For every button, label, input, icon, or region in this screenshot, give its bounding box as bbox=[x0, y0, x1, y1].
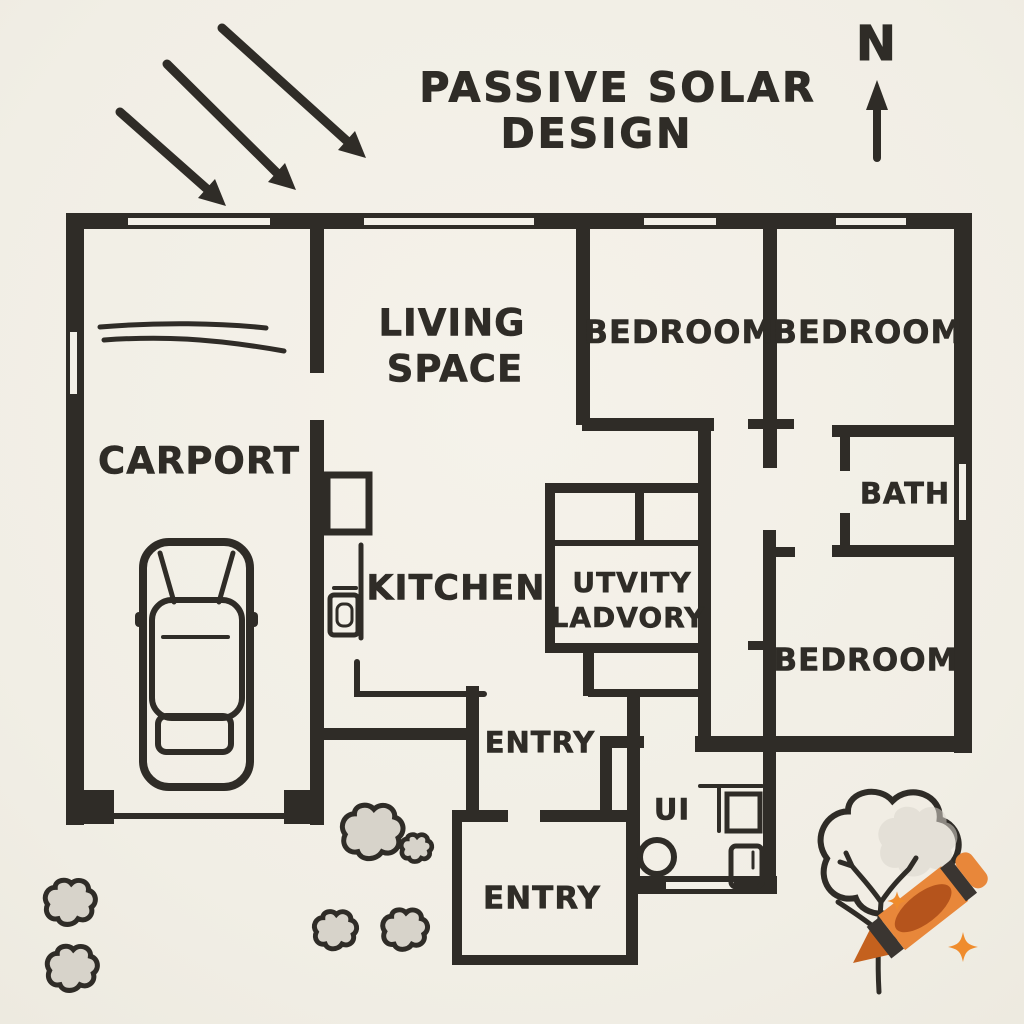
wall-step-a bbox=[583, 650, 594, 696]
crayon-logo-icon bbox=[853, 852, 988, 963]
garage-door-lines bbox=[97, 321, 287, 354]
wall-carport-living-lower bbox=[310, 420, 324, 825]
kitchen-sink bbox=[327, 592, 361, 638]
window-top-2 bbox=[364, 218, 534, 225]
room-label-wc: UI bbox=[653, 792, 691, 827]
window-top-1 bbox=[128, 218, 270, 225]
wall-hall-right-lower bbox=[763, 530, 776, 890]
wall-step-b bbox=[588, 689, 704, 697]
room-label-bedroom-top-left: BEDROOM bbox=[583, 313, 775, 351]
wall-utility-bottom bbox=[545, 643, 711, 653]
window-right-bath bbox=[959, 464, 966, 520]
wc-toilet bbox=[728, 843, 765, 890]
room-label-entry-hall: ENTRY bbox=[484, 725, 596, 760]
wc-fixtures bbox=[637, 784, 765, 890]
wall-bath-bottom bbox=[832, 545, 954, 557]
carport-opening-line bbox=[106, 813, 290, 819]
room-label-carport: CARPORT bbox=[98, 439, 300, 483]
sparkle-icon bbox=[948, 932, 978, 962]
wall-bedroom1-bottom bbox=[582, 418, 714, 431]
room-label-bedroom-bottom: BEDROOM bbox=[773, 642, 959, 679]
page-title-line2: DESIGN bbox=[500, 109, 694, 158]
bushes-icon bbox=[45, 805, 432, 990]
wall-porch-right bbox=[626, 810, 638, 965]
interior-walls bbox=[310, 213, 972, 965]
car-icon bbox=[135, 538, 258, 791]
wall-bedroom-divider bbox=[763, 213, 777, 468]
door-slot-wc bbox=[666, 882, 734, 889]
north-arrow-icon bbox=[866, 80, 888, 162]
kitchen-cabinet bbox=[323, 471, 373, 536]
sun-arrows-icon bbox=[115, 23, 366, 206]
room-label-kitchen: KITCHEN bbox=[366, 568, 546, 609]
wall-porch-bottom bbox=[452, 955, 636, 965]
room-label-bedroom-top-right: BEDROOM bbox=[772, 313, 964, 351]
wall-corridor-right bbox=[600, 736, 612, 822]
wall-utility-shelf bbox=[552, 540, 702, 546]
wall-utility-left bbox=[545, 483, 555, 653]
wall-hall-left bbox=[698, 418, 711, 750]
room-label-living-line1: LIVING bbox=[378, 301, 526, 345]
kitchen-fixtures bbox=[323, 471, 487, 697]
room-label-utility-line2: LADVORY bbox=[550, 601, 706, 634]
wall-porch-top-right bbox=[540, 810, 636, 822]
wall-bedroom-divider-cross bbox=[748, 419, 794, 429]
window-top-4 bbox=[836, 218, 906, 225]
wall-utility-divider bbox=[635, 488, 644, 544]
wall-bath-door-stub-lower bbox=[840, 513, 850, 557]
north-label: N bbox=[855, 16, 897, 72]
wall-kitchen-bottom bbox=[322, 728, 468, 740]
wall-utility-top bbox=[545, 483, 711, 493]
wall-left bbox=[66, 213, 84, 825]
wall-porch-left bbox=[452, 810, 462, 965]
wall-bath-top bbox=[832, 425, 954, 437]
wall-bath-door-stub-upper bbox=[840, 425, 850, 471]
room-label-utility-line1: UTVITY bbox=[572, 566, 692, 599]
wc-basin bbox=[637, 837, 677, 877]
wall-hall-stub-right bbox=[763, 547, 795, 557]
wall-carport-living-upper bbox=[310, 213, 324, 373]
window-top-3 bbox=[644, 218, 716, 225]
room-label-living-line2: SPACE bbox=[386, 347, 524, 391]
page-title-line1: PASSIVE SOLAR bbox=[419, 63, 817, 112]
window-left bbox=[70, 332, 77, 394]
wall-bedroom3-bottom bbox=[695, 736, 972, 752]
wall-living-bedroom bbox=[576, 213, 590, 425]
room-label-entry-porch: ENTRY bbox=[483, 880, 601, 917]
wall-corridor-left bbox=[466, 686, 479, 822]
room-label-bath: BATH bbox=[859, 476, 951, 511]
wall-bedroom3-door-stub bbox=[748, 641, 764, 650]
kitchen-counter-l bbox=[354, 659, 487, 697]
wc-sink bbox=[724, 791, 763, 834]
window-slots bbox=[70, 218, 966, 889]
wall-porch-top-left bbox=[452, 810, 508, 822]
